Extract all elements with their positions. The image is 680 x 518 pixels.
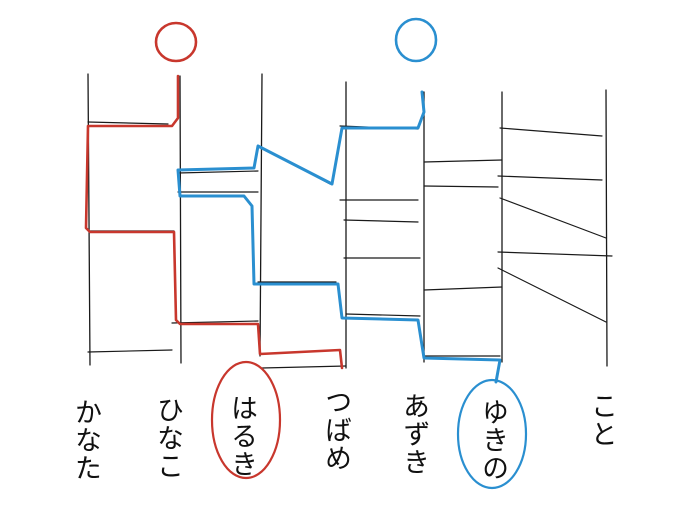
rung-16	[423, 185, 499, 188]
rung-12	[343, 219, 419, 223]
rung-22	[497, 251, 613, 257]
result-circle-2	[456, 378, 528, 490]
vertical-line-1	[87, 73, 91, 366]
name-label-yukino: ゆきの	[477, 398, 508, 482]
name-label-tsubame: つばめ	[320, 388, 351, 472]
vertical-line-3	[259, 73, 263, 357]
start-circle-2	[394, 17, 438, 63]
rung-23	[497, 267, 607, 323]
red-path	[84, 74, 344, 370]
blue-path	[176, 90, 502, 384]
rung-14	[345, 313, 421, 317]
rung-4	[177, 170, 259, 174]
rung-9	[261, 365, 347, 369]
rung-17	[423, 286, 503, 291]
vertical-lines	[87, 73, 608, 369]
name-label-kanata: かなた	[70, 398, 101, 482]
rung-6	[171, 320, 259, 324]
rung-1	[87, 121, 169, 125]
name-label-hinako: ひなこ	[152, 396, 183, 480]
rung-20	[497, 175, 603, 181]
rung-3	[87, 349, 173, 353]
rung-19	[499, 127, 603, 137]
traced-paths	[84, 74, 502, 384]
result-circle-1	[210, 360, 282, 480]
vertical-line-2	[179, 75, 182, 364]
name-label-azuki: あずき	[398, 392, 429, 476]
name-label-koto: こと	[586, 392, 617, 448]
name-label-haruki: はるき	[226, 394, 257, 478]
rung-21	[499, 197, 607, 239]
vertical-line-7	[605, 89, 608, 367]
horizontal-rungs	[87, 121, 613, 369]
start-circle-1	[154, 21, 198, 63]
rung-15	[423, 159, 503, 163]
marks	[154, 17, 528, 490]
